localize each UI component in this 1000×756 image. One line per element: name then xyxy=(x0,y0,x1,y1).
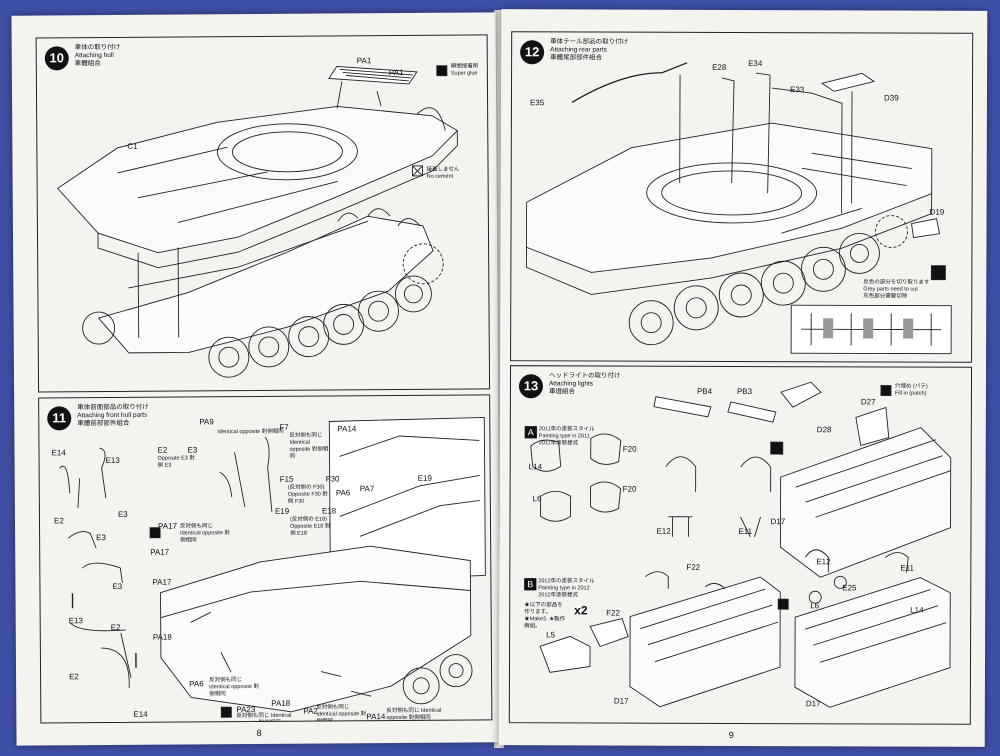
part-label: E13 xyxy=(105,455,120,466)
part-label: PA17 xyxy=(157,521,178,531)
part-label: F20 xyxy=(622,444,637,454)
lights-drawing xyxy=(530,381,952,708)
sub-b-note: 2012年の塗装スタイル Painting type in 2012 2012年… xyxy=(538,578,595,599)
part-label: E3 xyxy=(112,581,123,592)
front-hull-drawing xyxy=(59,416,486,718)
part-label: D28 xyxy=(816,425,832,435)
multiplier: x2 xyxy=(574,603,588,618)
part-note: 反対側も同じ Identical opposite 對側相同 xyxy=(236,712,292,724)
part-label: E3 xyxy=(187,445,198,455)
make-note: ★以下の部品を作ります。 ★Make2. ★製作兩組。 xyxy=(524,602,566,630)
part-label: E3 xyxy=(96,533,106,543)
part-label: PA7 xyxy=(359,484,375,494)
left-page: 10 車体の取り付け Attaching hull 車體組合 xyxy=(11,12,501,746)
sub-a-badge: A xyxy=(524,426,537,439)
part-label: PA18 xyxy=(152,632,172,642)
part-label: D19 xyxy=(929,207,945,217)
part-note: Identical opposite 對側相同 xyxy=(217,428,284,436)
sub-b-badge: B xyxy=(524,578,537,591)
sub-a-note: 2011年の塗装スタイル Painting type in 2011 2011年… xyxy=(538,426,595,447)
part-label: PA1 xyxy=(356,56,372,66)
part-label: PA14 xyxy=(337,424,357,434)
part-label: PA17 xyxy=(152,577,172,587)
part-label: E2 xyxy=(53,516,64,526)
part-label: E28 xyxy=(712,62,727,72)
part-label: PA6 xyxy=(335,488,351,498)
part-label: E13 xyxy=(68,616,83,626)
part-label: C1 xyxy=(127,141,138,151)
part-note: 反対側も同じ Identical opposite 對側相同 xyxy=(386,707,442,722)
part-label: PA6 xyxy=(189,679,204,689)
part-note: 反対側も同じ Identical opposite 對側相同 xyxy=(316,704,367,724)
part-label: L5 xyxy=(546,630,556,640)
glue-note: 瞬間接着剤 Super glue xyxy=(450,63,479,77)
part-label: D17 xyxy=(613,696,629,706)
part-label: PB4 xyxy=(696,386,713,396)
part-note: 反対側も同じ Identical opposite 對側相同 xyxy=(289,432,329,460)
part-label: D17 xyxy=(770,517,786,527)
cut-note: 反色の部分を切り取ります Grey parts need to cut 灰色部分… xyxy=(863,279,930,300)
part-note: Opposite E3 對側 E3 xyxy=(157,455,195,469)
part-note: 反対側も同じ Identical opposite 對側相同 xyxy=(209,677,260,698)
part-label: F30 xyxy=(325,474,340,484)
part-label: PA9 xyxy=(199,417,214,427)
part-label: E33 xyxy=(789,85,805,95)
part-label: E14 xyxy=(133,709,148,719)
step-11-panel: 11 車体前面部品の取り付け Attaching front hull part… xyxy=(38,394,493,724)
part-label: E12 xyxy=(816,557,831,567)
part-label: E34 xyxy=(748,59,763,69)
part-label: L6 xyxy=(532,494,542,504)
part-label: E25 xyxy=(842,583,857,593)
part-label: F22 xyxy=(606,608,620,618)
part-label: F20 xyxy=(622,484,637,494)
step-13-panel: 13 ヘッドライトの取り付け Attaching lights 車燈組合 xyxy=(508,365,973,725)
part-label: E19 xyxy=(417,473,432,483)
part-label: PB3 xyxy=(736,386,753,397)
part-label: L6 xyxy=(810,601,820,611)
part-label: D27 xyxy=(860,397,876,407)
fill-note: 穴埋め (パテ) Fill in (patch) xyxy=(894,383,928,397)
step-12-panel: 12 車体テール部品の取り付け Attaching rear parts 車體尾… xyxy=(510,31,974,363)
part-note: (反対側の F30) Opposite F30 對側 F30 xyxy=(287,484,328,505)
page-number: 8 xyxy=(256,727,262,739)
page-number: 9 xyxy=(728,729,734,740)
step-10-panel: 10 車体の取り付け Attaching hull 車體組合 xyxy=(35,34,491,393)
part-label: E11 xyxy=(900,563,914,573)
part-label: E3 xyxy=(117,509,128,519)
part-label: F15 xyxy=(279,474,294,484)
no-cement-note: 接着しません No cement xyxy=(426,166,460,180)
part-note: 反対側も同じ Identical opposite 對側相同 xyxy=(180,523,230,544)
part-label: D39 xyxy=(883,93,899,103)
part-label: E12 xyxy=(656,526,671,536)
part-label: E2 xyxy=(69,672,79,682)
part-label: E2 xyxy=(110,622,121,633)
part-label: E18 xyxy=(321,506,337,516)
part-label: L14 xyxy=(910,605,924,615)
part-label: E14 xyxy=(51,448,66,458)
part-note: (反対側の E18) Opposite E18 對側 E18 xyxy=(289,516,331,537)
part-label: PA14 xyxy=(366,712,386,722)
part-label: PA18 xyxy=(271,698,291,708)
hull-assembly-drawing xyxy=(56,65,458,378)
part-label: PA17 xyxy=(150,547,170,557)
right-page: 12 車体テール部品の取り付け Attaching rear parts 車體尾… xyxy=(498,9,988,747)
part-label: L14 xyxy=(528,462,543,472)
part-label: D17 xyxy=(805,699,821,709)
rear-hull-drawing xyxy=(525,62,952,355)
part-label: PA1 xyxy=(388,67,404,78)
part-label: F22 xyxy=(686,562,701,572)
part-label: E11 xyxy=(738,526,753,537)
part-label: E35 xyxy=(529,98,545,108)
part-label: E19 xyxy=(274,506,290,516)
part-label: E2 xyxy=(157,445,168,455)
